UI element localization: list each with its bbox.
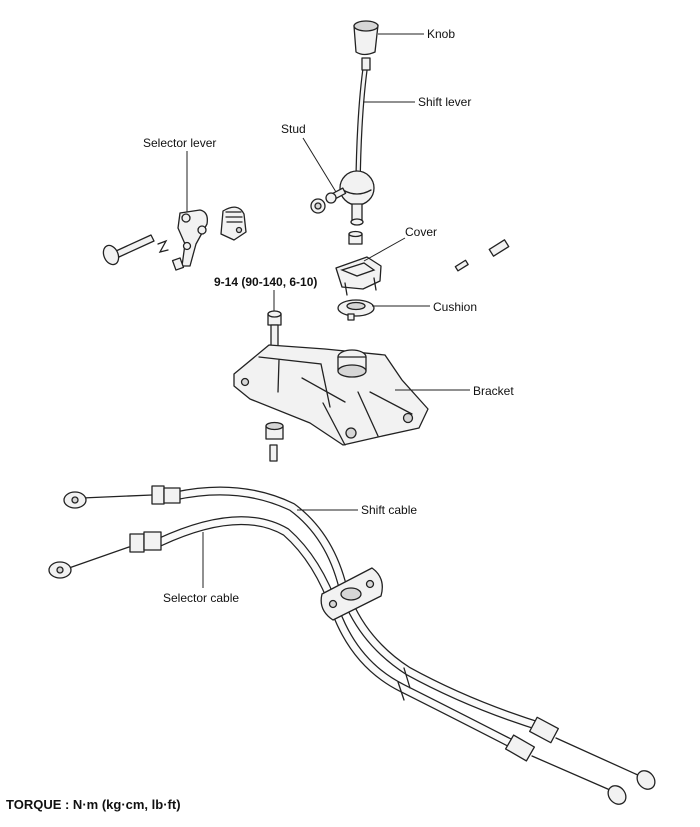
- bracket-label: Bracket: [473, 384, 514, 398]
- cover-label: Cover: [405, 225, 437, 239]
- bushing-part: [348, 230, 363, 245]
- knob-label: Knob: [427, 27, 455, 41]
- shift-cable-label: Shift cable: [361, 503, 417, 517]
- cover-part: [335, 256, 382, 296]
- selector-lever-part: [171, 209, 208, 271]
- stud-leader: [302, 137, 337, 193]
- cushion-part: [337, 299, 375, 321]
- cable-ring-parts: [397, 667, 411, 701]
- spring-bracket-part: [220, 206, 247, 241]
- clip-part: [157, 239, 169, 253]
- cable-plate-part: [320, 567, 383, 621]
- stud-label: Stud: [281, 122, 306, 136]
- pin-parts: [454, 239, 510, 272]
- selector-lever-label: Selector lever: [143, 136, 216, 150]
- torque-spec-label: 9-14 (90-140, 6-10): [214, 275, 317, 289]
- bolt-part: [267, 310, 282, 350]
- selector-cable-label: Selector cable: [163, 591, 239, 605]
- cushion-label: Cushion: [433, 300, 477, 314]
- pin-bolt-part: [102, 234, 155, 266]
- shift-lever-part: [339, 57, 375, 226]
- torque-unit-note: TORQUE : N·m (kg·cm, lb·ft): [6, 797, 181, 812]
- shift-lever-label: Shift lever: [418, 95, 471, 109]
- nut-part: [265, 421, 284, 462]
- cover-leader: [363, 237, 406, 262]
- stud-part: [310, 187, 347, 214]
- bracket-part: [233, 344, 429, 446]
- knob-part: [353, 20, 379, 56]
